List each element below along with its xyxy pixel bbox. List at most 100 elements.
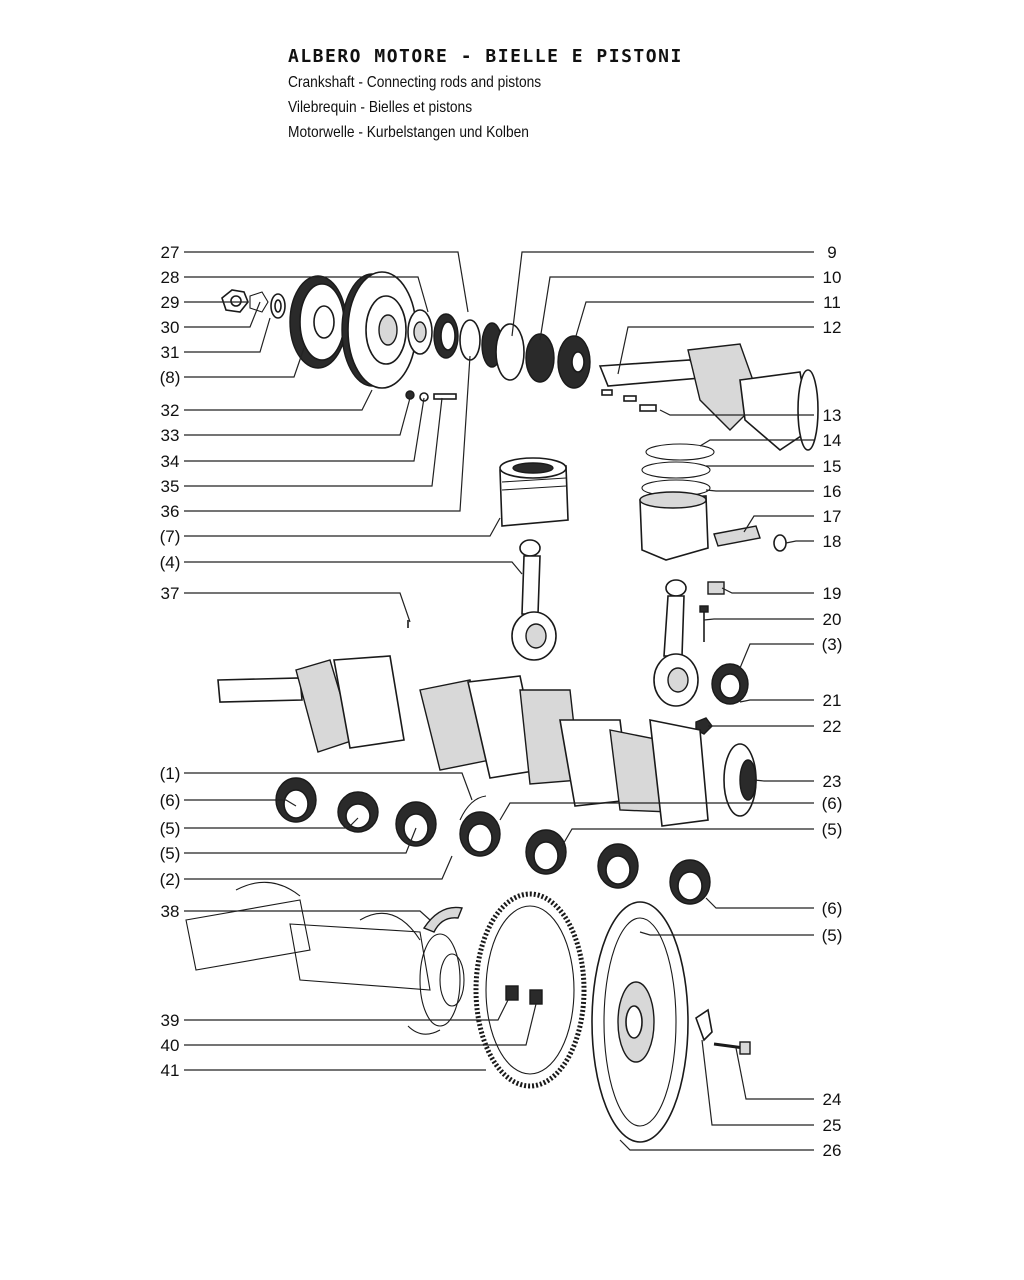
keys-12-13	[601, 389, 657, 412]
callout-label-left: 33	[161, 426, 180, 445]
leader-line-left	[184, 561, 523, 575]
leader-line-right	[575, 301, 814, 337]
callout-label-right: (5)	[822, 820, 843, 839]
callout-label-right: 10	[823, 268, 842, 287]
leader-line-left	[184, 910, 431, 921]
title-german: Motorwelle - Kurbelstangen und Kolben	[288, 124, 529, 141]
callout-label-left: (2)	[160, 870, 181, 889]
crankshaft-lower-outline	[185, 881, 465, 1035]
callout-label-right: 14	[823, 431, 842, 450]
flywheel-26	[591, 901, 689, 1143]
bolt-24	[713, 1041, 751, 1055]
callout-label-left: 29	[161, 293, 180, 312]
leader-line-right	[705, 897, 814, 909]
callout-label-left: (8)	[160, 368, 181, 387]
leader-line-right	[619, 1139, 814, 1151]
leader-line-right	[617, 326, 814, 375]
callout-labels-right: 91011121314151617181920(3)212223(6)(5)(6…	[822, 243, 843, 1160]
main-bearings	[275, 777, 711, 905]
leader-line-right	[511, 251, 814, 337]
callout-label-left: 30	[161, 318, 180, 337]
rings-14-16	[641, 443, 715, 497]
callout-label-right: 9	[827, 243, 836, 262]
callout-label-right: 23	[823, 772, 842, 791]
leader-line-left	[184, 397, 443, 487]
leader-line-left	[184, 1003, 537, 1046]
title-french: Vilebrequin - Bielles et pistons	[288, 99, 473, 116]
bushing-19-20	[699, 581, 725, 642]
leader-line-right	[659, 409, 814, 416]
exploded-parts-artwork	[185, 271, 819, 1143]
callout-label-right: 16	[823, 482, 842, 501]
leader-line-left	[184, 999, 509, 1021]
callout-label-right: (6)	[822, 794, 843, 813]
callout-label-right: 13	[823, 406, 842, 425]
callout-label-right: 21	[823, 691, 842, 710]
dowels-39-40	[505, 985, 543, 1005]
seal-9-10	[459, 319, 525, 381]
callout-label-left: 28	[161, 268, 180, 287]
title-english: Crankshaft - Connecting rods and pistons	[288, 74, 542, 91]
leader-line-right	[639, 931, 814, 936]
crank-end-top-right	[598, 343, 819, 452]
callout-label-right: 17	[823, 507, 842, 526]
callout-label-left: (1)	[160, 764, 181, 783]
leader-line-right	[739, 643, 814, 669]
leader-line-left	[184, 355, 471, 512]
leader-lines	[184, 251, 814, 1151]
leader-line-right	[743, 515, 814, 533]
leader-line-right	[753, 779, 814, 782]
callout-label-right: 12	[823, 318, 842, 337]
piston-right	[639, 491, 709, 561]
leader-line-left	[184, 276, 429, 313]
callout-label-left: 40	[161, 1036, 180, 1055]
gears-11-12	[525, 333, 591, 389]
callout-label-left: (4)	[160, 553, 181, 572]
leader-line-left	[184, 397, 425, 462]
lock-plate-25	[695, 1008, 713, 1042]
callout-label-left: 37	[161, 584, 180, 603]
callout-label-right: (6)	[822, 899, 843, 918]
leader-line-right	[561, 828, 814, 847]
callout-label-right: 26	[823, 1141, 842, 1160]
leader-line-left	[184, 517, 501, 537]
thrust-washer-38	[422, 906, 463, 933]
leader-line-left	[184, 251, 469, 313]
piston-7	[499, 457, 569, 527]
callout-label-left: 27	[161, 243, 180, 262]
callout-label-right: 22	[823, 717, 842, 736]
callout-label-left: 36	[161, 502, 180, 521]
callout-label-left: 35	[161, 477, 180, 496]
piston-pin-17	[713, 525, 787, 552]
washer-31	[270, 293, 286, 319]
leader-line-left	[184, 592, 411, 623]
leader-line-right	[701, 1039, 814, 1126]
title-italian: ALBERO MOTORE - BIELLE E PISTONI	[288, 46, 683, 67]
connecting-rod-right	[653, 579, 699, 707]
callout-label-left: 34	[161, 452, 180, 471]
leader-line-left	[184, 799, 297, 807]
leader-line-left	[184, 317, 271, 353]
crankshaft-main	[217, 620, 757, 827]
leader-line-left	[184, 855, 453, 880]
callout-label-right: 20	[823, 610, 842, 629]
washer-30	[249, 291, 269, 313]
leader-line-right	[705, 489, 814, 492]
pulley-8	[289, 275, 347, 369]
bearing-3-21	[711, 663, 749, 705]
hub-28	[407, 309, 433, 355]
leader-line-left	[184, 772, 473, 801]
connecting-rod-4	[511, 539, 557, 661]
callout-label-left: (5)	[160, 844, 181, 863]
callout-label-left: (6)	[160, 791, 181, 810]
pulley-32	[341, 271, 417, 389]
callout-label-left: (5)	[160, 819, 181, 838]
callout-labels-left: 2728293031(8)3233343536(7)(4)37(1)(6)(5)…	[160, 243, 181, 1080]
callout-label-right: (3)	[822, 635, 843, 654]
callout-label-right: (5)	[822, 926, 843, 945]
callout-label-left: 39	[161, 1011, 180, 1030]
nut-29	[221, 289, 249, 313]
leader-line-left	[184, 389, 373, 411]
